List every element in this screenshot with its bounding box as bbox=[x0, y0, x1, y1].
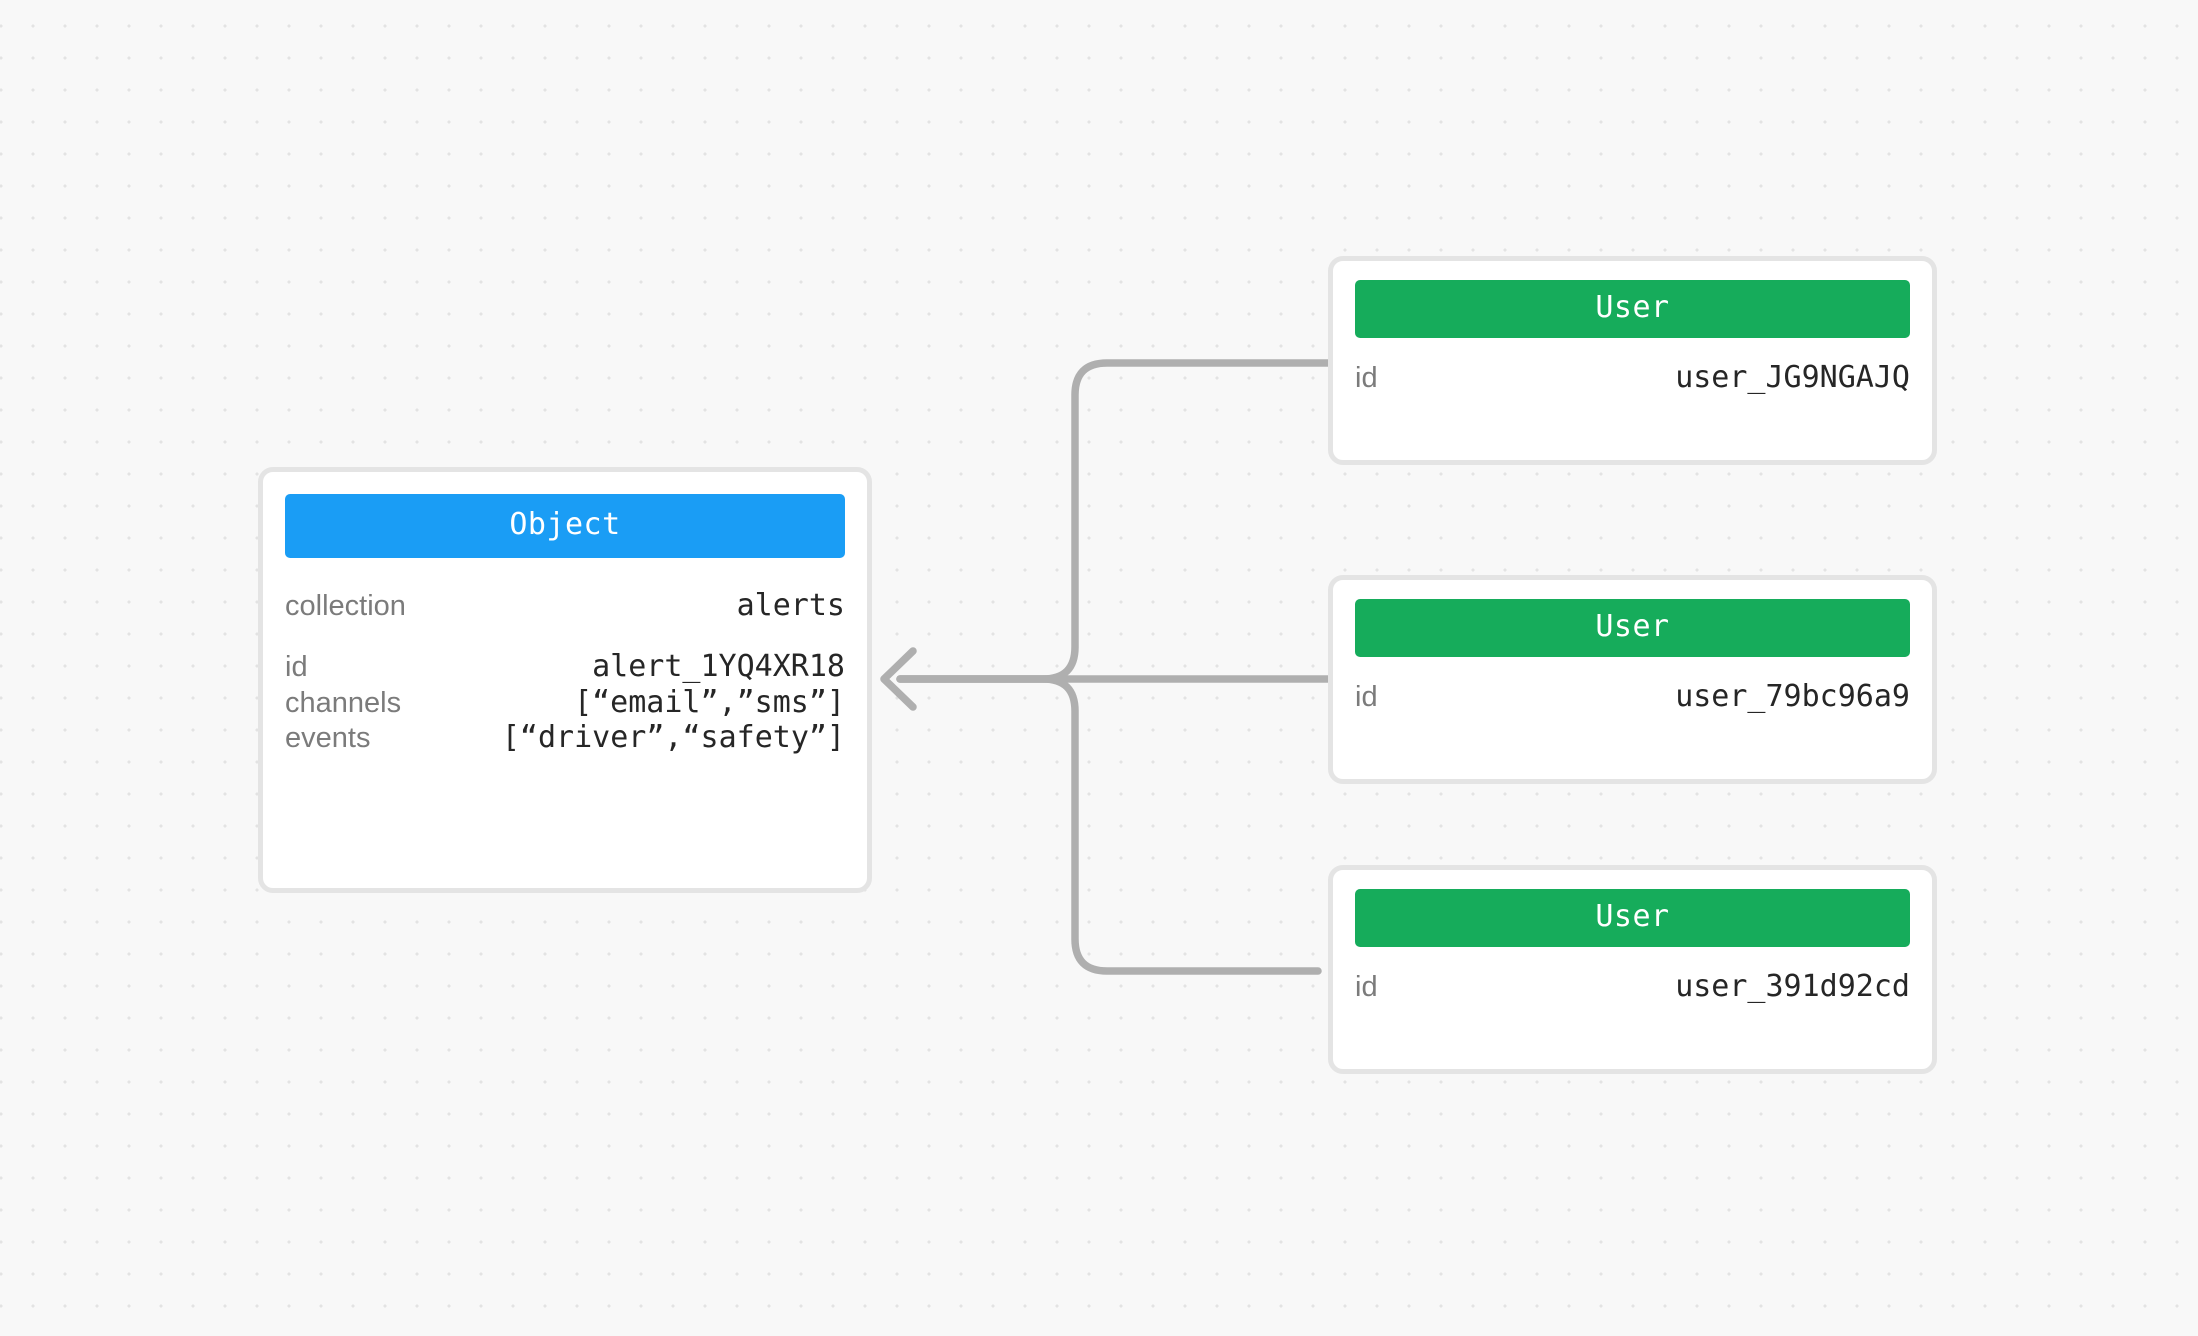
property-row-events: events [“driver”,“safety”] bbox=[285, 720, 845, 755]
user-node-3[interactable]: User id user_391d92cd bbox=[1328, 865, 1937, 1074]
object-properties: id alert_1YQ4XR18 channels [“email”,”sms… bbox=[285, 649, 845, 755]
object-node[interactable]: Object collection alerts id alert_1YQ4XR… bbox=[258, 467, 872, 893]
property-row-id: id user_391d92cd bbox=[1355, 969, 1910, 1004]
property-key: id bbox=[1355, 971, 1378, 1003]
property-row-id: id user_79bc96a9 bbox=[1355, 679, 1910, 714]
object-node-header: Object bbox=[285, 494, 845, 558]
user-node-1[interactable]: User id user_JG9NGAJQ bbox=[1328, 256, 1937, 465]
property-row-id: id user_JG9NGAJQ bbox=[1355, 360, 1910, 395]
property-value: user_79bc96a9 bbox=[1675, 679, 1910, 714]
edge-arrowhead bbox=[880, 647, 917, 711]
user-node-body: id user_79bc96a9 bbox=[1333, 657, 1932, 779]
property-row-id: id alert_1YQ4XR18 bbox=[285, 649, 845, 684]
property-value: [“email”,”sms”] bbox=[574, 684, 845, 720]
user-node-body: id user_JG9NGAJQ bbox=[1333, 338, 1932, 460]
user-node-2[interactable]: User id user_79bc96a9 bbox=[1328, 575, 1937, 784]
object-primary-properties: collection alerts bbox=[285, 588, 845, 623]
property-row-channels: channels [“email”,”sms”] bbox=[285, 685, 845, 720]
property-value: alerts bbox=[736, 588, 845, 623]
property-row-collection: collection alerts bbox=[285, 588, 845, 623]
property-key: channels bbox=[285, 686, 402, 719]
user-node-header: User bbox=[1355, 599, 1910, 657]
user-node-header: User bbox=[1355, 280, 1910, 338]
property-key: collection bbox=[285, 590, 406, 622]
property-value: user_JG9NGAJQ bbox=[1675, 360, 1910, 395]
property-key: id bbox=[285, 651, 308, 684]
property-value: user_391d92cd bbox=[1675, 969, 1910, 1004]
edge-user-0 bbox=[896, 359, 1337, 683]
property-value: [“driver”,“safety”] bbox=[501, 720, 845, 756]
property-key: id bbox=[1355, 362, 1378, 394]
object-node-body: collection alerts id alert_1YQ4XR18 chan… bbox=[263, 558, 867, 888]
property-key: events bbox=[285, 722, 371, 755]
property-value: alert_1YQ4XR18 bbox=[592, 649, 845, 685]
property-key: id bbox=[1355, 681, 1378, 713]
edge-user-2 bbox=[896, 675, 1322, 975]
user-node-header: User bbox=[1355, 889, 1910, 947]
user-node-body: id user_391d92cd bbox=[1333, 947, 1932, 1069]
